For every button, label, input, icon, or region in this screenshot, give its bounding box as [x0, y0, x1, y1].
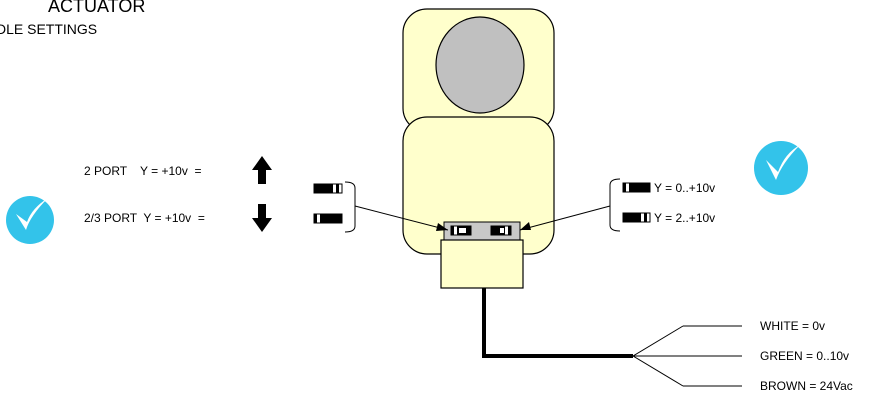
switch-icon-0-10v — [622, 182, 651, 193]
right-bracket — [609, 178, 621, 232]
cable — [482, 288, 633, 358]
label-2port: 2 PORT Y = +10v = — [84, 164, 202, 178]
arrow-down-icon — [252, 204, 272, 232]
switch-icon-23port — [313, 213, 343, 224]
wire-white — [632, 325, 684, 357]
check-badge-left-icon — [6, 196, 54, 244]
switch-icon-2port — [313, 183, 343, 194]
diagram-title: ACTUATOR — [48, 0, 146, 16]
label-0-10v: Y = 0..+10v — [654, 181, 716, 195]
check-badge-right-icon — [754, 141, 808, 195]
right-pointer — [519, 205, 611, 231]
label-23port: 2/3 PORT Y = +10v = — [84, 211, 205, 225]
switch-icon-2-10v — [622, 212, 651, 223]
wire-label-green: GREEN = 0..10v — [760, 349, 850, 363]
actuator-knob — [435, 16, 525, 114]
left-bracket — [344, 181, 356, 233]
wire-brown — [632, 355, 684, 387]
wire-label-brown: BROWN = 24Vac — [760, 379, 853, 393]
wire-label-white: WHITE = 0v — [760, 319, 826, 333]
cable-connector — [440, 239, 524, 289]
diagram-subtitle: DLE SETTINGS — [0, 21, 98, 37]
label-2-10v: Y = 2..+10v — [654, 211, 716, 225]
arrow-up-icon — [252, 156, 272, 184]
left-pointer — [354, 205, 449, 231]
